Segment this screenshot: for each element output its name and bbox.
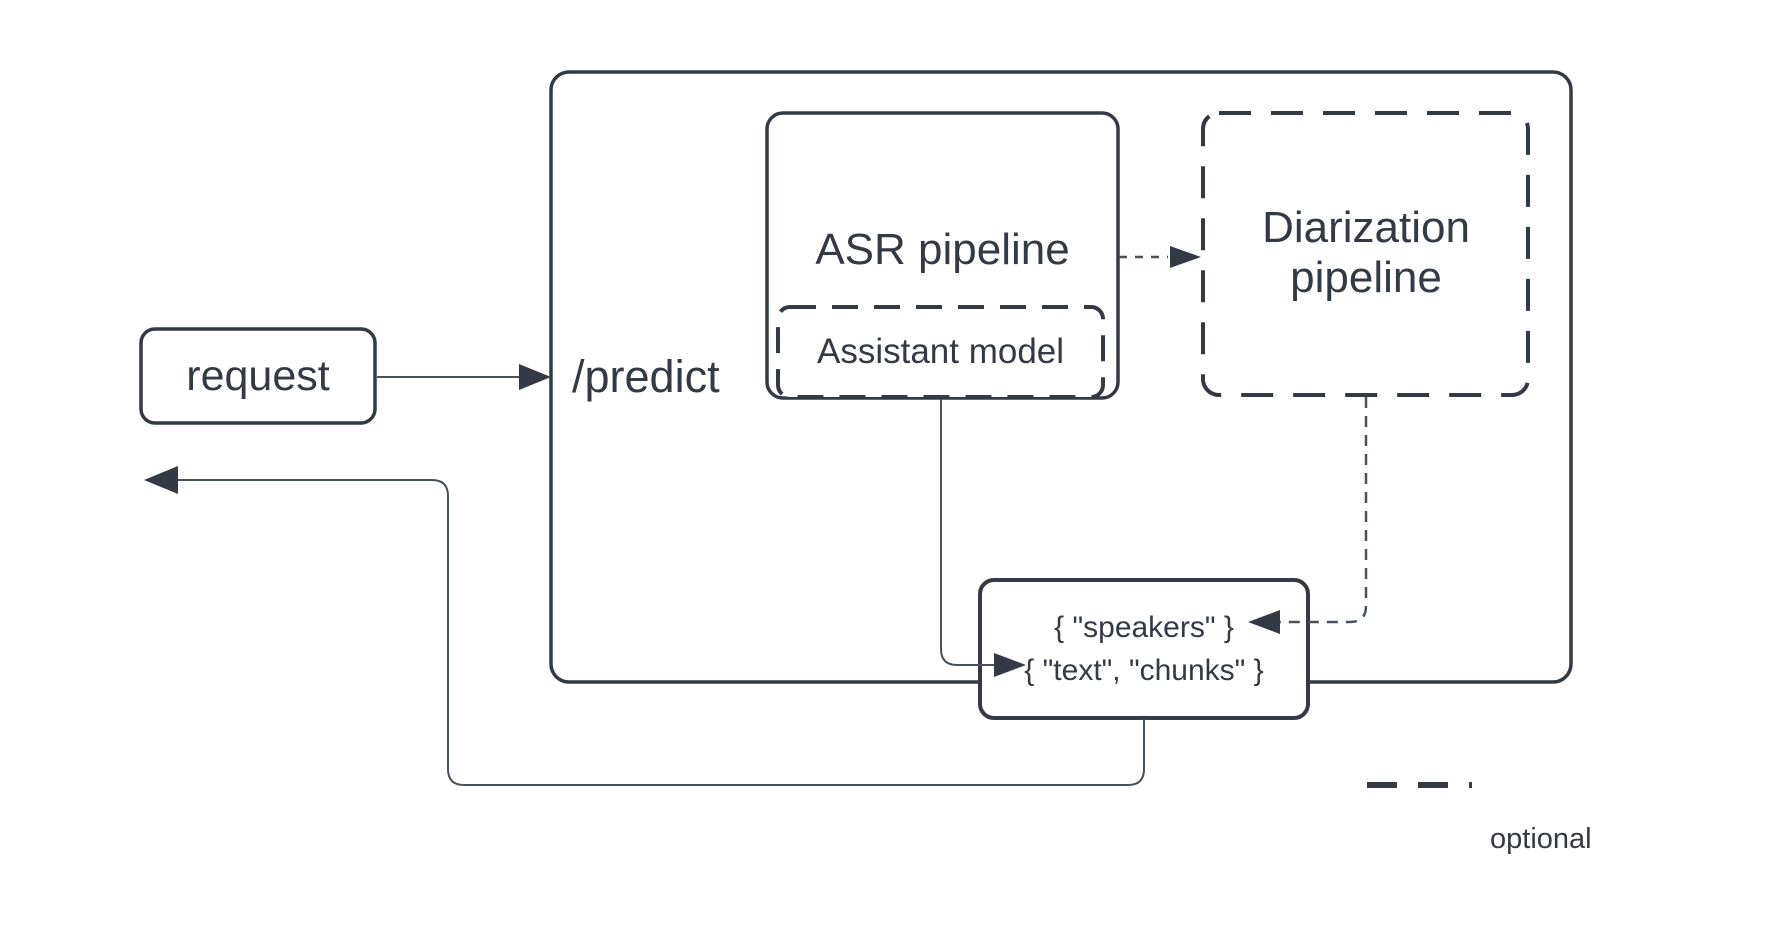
arrowhead-asr-to-diarization: [1170, 246, 1201, 268]
edge-assistant-to-result: [940, 399, 994, 666]
edge-diarization-to-result: [1280, 397, 1368, 624]
edge-result-to-out: [178, 479, 1145, 786]
result-box: [978, 578, 1310, 720]
assistant-model-box: [776, 305, 1105, 399]
arrowhead-assistant-to-result: [994, 653, 1026, 677]
arrowhead-request-to-predict: [519, 364, 551, 390]
request-box: [139, 327, 377, 425]
arrowhead-diarization-to-result: [1248, 610, 1280, 634]
arrowhead-result-to-out: [144, 466, 178, 494]
diarization-pipeline-box: [1201, 111, 1530, 397]
